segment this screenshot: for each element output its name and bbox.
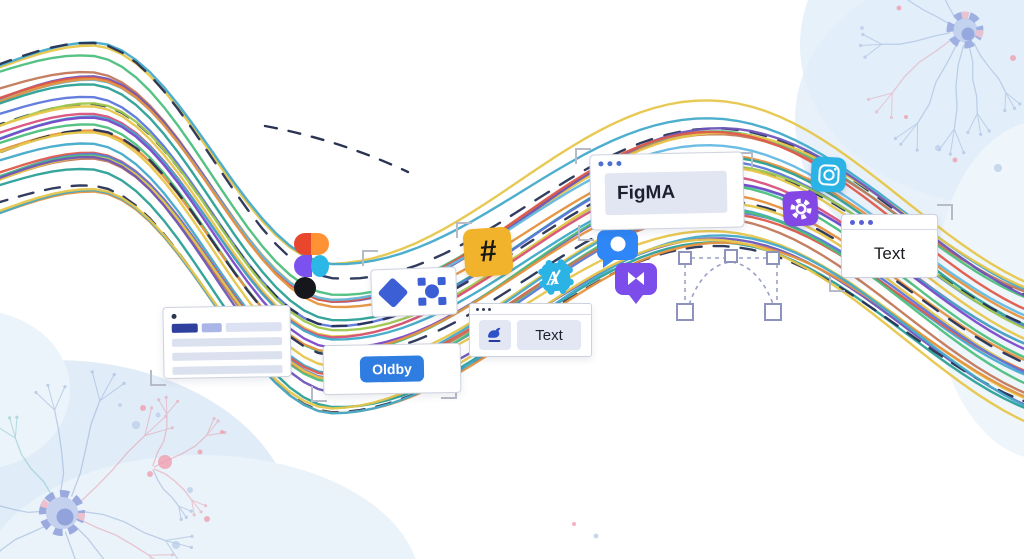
window-control-dots: [470, 304, 591, 315]
diamond-icon: [377, 277, 409, 309]
selection-bracket: [575, 148, 591, 164]
nav-pill: [201, 323, 222, 333]
nav-pill-active: [171, 323, 198, 333]
window-control-dots: [590, 152, 742, 171]
selection-bracket: [578, 225, 594, 241]
chat-bubble-icon: [594, 228, 640, 275]
window-control-dots: [842, 215, 937, 230]
window-dot-icon: [171, 313, 177, 319]
selection-bracket: [150, 370, 166, 386]
component-icon: [417, 276, 447, 306]
svg-text:A: A: [545, 268, 560, 290]
figma-logo-teal: [311, 255, 329, 277]
cta-button[interactable]: Oldby: [359, 355, 425, 383]
figma-logo-red: [294, 233, 312, 255]
figma-app-window: FigMA: [589, 151, 745, 231]
text-tool-card: Text: [469, 303, 592, 357]
figma-logo-purple: [294, 255, 312, 277]
shape-tools-card: [370, 266, 458, 318]
text-skeleton-bar: [172, 365, 283, 375]
figma-logo: [294, 233, 329, 301]
pen-curve-handles: [676, 249, 782, 321]
selection-bracket: [937, 204, 953, 220]
hashtag-icon: #: [462, 226, 514, 278]
selection-bracket: [737, 152, 753, 168]
selection-bracket: [829, 276, 845, 292]
figma-logo-orange: [311, 233, 329, 255]
gear-icon: [782, 190, 819, 227]
text-skeleton-bar: [171, 337, 283, 347]
flag-bubble-icon: [613, 261, 659, 310]
window-text-label: Text: [873, 243, 906, 263]
instagram-icon: [810, 156, 847, 193]
selection-bracket: [362, 250, 378, 266]
nav-pill: [225, 322, 282, 333]
bird-tile[interactable]: [479, 320, 511, 350]
selection-bracket: [311, 386, 327, 402]
mock-browser-card: [162, 304, 292, 380]
text-app-window: Text: [841, 214, 938, 278]
bird-icon: [488, 327, 501, 342]
figma-title-input[interactable]: FigMA: [604, 170, 728, 216]
cta-card: Oldby: [322, 342, 462, 396]
text-skeleton-bar: [172, 351, 283, 361]
selection-bracket: [456, 222, 472, 238]
text-tile[interactable]: Text: [517, 320, 581, 350]
figma-logo-black: [294, 277, 316, 299]
font-stamp-icon: A: [535, 256, 578, 299]
